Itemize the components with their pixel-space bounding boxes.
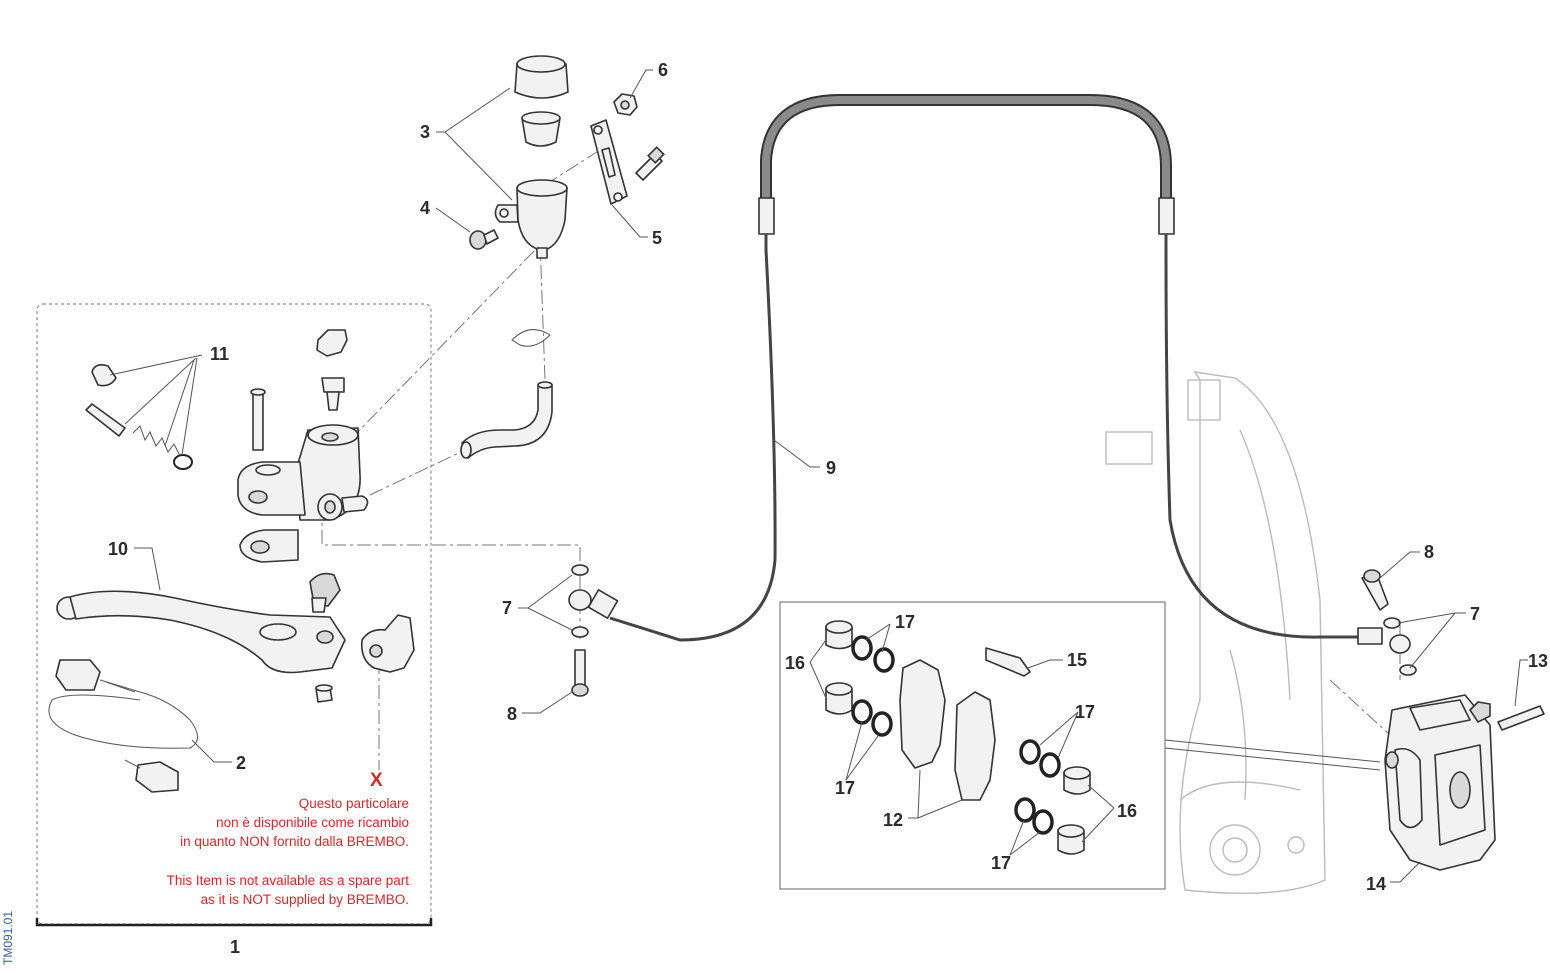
note-en-line2: as it is NOT supplied by BREMBO. <box>201 892 409 907</box>
callout-17-bottom-right: 17 <box>991 853 1011 873</box>
fork-leg-background <box>1105 371 1326 895</box>
caliper-bolt-13 <box>1468 701 1545 731</box>
callout-16-right: 16 <box>1117 801 1137 821</box>
brake-hose-9 <box>587 94 1383 645</box>
callout-7-right: 7 <box>1470 604 1480 624</box>
leader-lines <box>109 69 1528 883</box>
brake-light-switch-2 <box>48 659 198 793</box>
hose-clip <box>460 329 553 459</box>
callout-2: 2 <box>236 753 246 773</box>
callout-10: 10 <box>108 539 128 559</box>
note-it-line3: in quanto NON fornito dalla BREMBO. <box>180 834 409 849</box>
pad-kit-parts <box>825 620 1091 855</box>
assembly-lines <box>321 149 1401 770</box>
callout-1: 1 <box>230 937 240 957</box>
nut-6 <box>613 93 638 116</box>
note-en-line1: This Item is not available as a spare pa… <box>167 873 410 888</box>
note-mark: X <box>370 770 383 791</box>
callout-numbers: 3 4 5 6 7 8 9 10 11 2 1 8 7 13 14 15 16 … <box>108 60 1548 957</box>
callout-3: 3 <box>420 122 430 142</box>
availability-note: X Questo particolare non è disponibile c… <box>167 770 410 907</box>
callout-13: 13 <box>1528 651 1548 671</box>
callout-6: 6 <box>658 60 668 80</box>
brake-lever <box>56 572 346 703</box>
kit-1-bracket <box>35 918 433 927</box>
pad-kit-box <box>779 601 1166 890</box>
callout-15: 15 <box>1067 650 1087 670</box>
banjo-left <box>568 564 592 697</box>
callout-8-right: 8 <box>1424 542 1434 562</box>
drawing-code: TM091.01 <box>1 911 15 965</box>
pad-box-link-upper <box>1164 739 1381 763</box>
bracket-5 <box>590 119 665 205</box>
pad-box-link-lower <box>1164 747 1381 771</box>
screw-4 <box>469 229 499 250</box>
callout-8-left: 8 <box>507 704 517 724</box>
callout-11: 11 <box>210 344 229 364</box>
callout-7-left: 7 <box>502 598 512 618</box>
brake-caliper-14 <box>1384 694 1496 871</box>
callout-17-bottom-left: 17 <box>835 778 855 798</box>
part-x-not-supplied <box>360 614 415 673</box>
callout-17-top-right: 17 <box>1075 702 1095 722</box>
adjuster-parts-11 <box>85 364 193 470</box>
callout-14: 14 <box>1366 874 1386 894</box>
reservoir-assembly <box>494 55 569 259</box>
callout-16-left: 16 <box>785 653 805 673</box>
banjo-right <box>1361 569 1417 676</box>
callout-9: 9 <box>826 458 836 478</box>
note-it-line1: Questo particolare <box>299 796 409 811</box>
note-it-line2: non è disponibile come ricambio <box>216 815 409 830</box>
callout-17-top-left: 17 <box>895 612 915 632</box>
callout-12: 12 <box>883 810 903 830</box>
callout-5: 5 <box>652 228 662 248</box>
master-cylinder <box>237 329 369 563</box>
callout-4: 4 <box>420 198 430 218</box>
